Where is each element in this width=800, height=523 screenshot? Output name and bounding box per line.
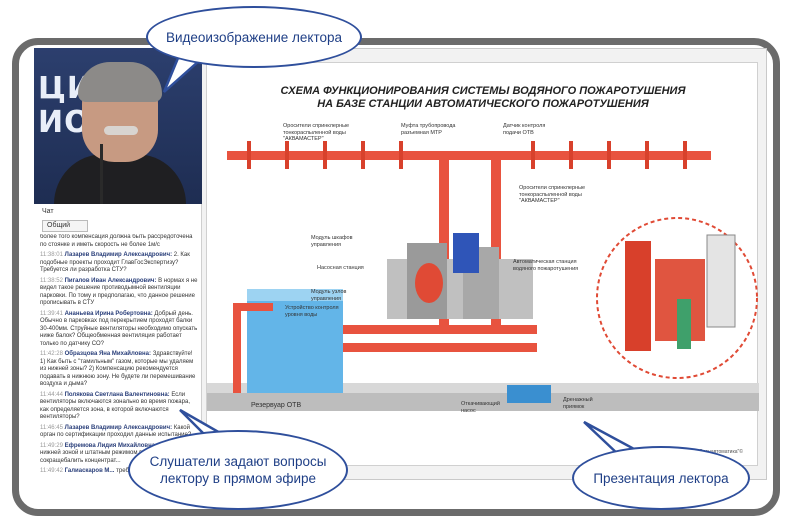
chat-message-author: Ананьева Ирина Робертовна: bbox=[64, 310, 155, 317]
presentation-slide: СХЕМА ФУНКЦИОНИРОВАНИЯ СИСТЕМЫ ВОДЯНОГО … bbox=[206, 62, 759, 466]
chat-message-text: Здравствуйте! 1) Как быть с "тамильным" … bbox=[40, 351, 196, 387]
pump-tank bbox=[415, 263, 443, 303]
microphone bbox=[100, 144, 103, 204]
chat-message: 11:39:41 Ананьева Ирина Робертовна: Добр… bbox=[40, 311, 198, 349]
floor bbox=[207, 393, 759, 411]
chat-message-time: 11:44:44 bbox=[40, 391, 65, 398]
chat-messages[interactable]: более того компенсация должна быть расср… bbox=[40, 234, 198, 474]
riser-right bbox=[491, 155, 501, 325]
chat-message: 11:46:45 Лазарев Владимир Александрович:… bbox=[40, 425, 198, 440]
label-pump-station: Насосная станция bbox=[317, 265, 364, 271]
supply-pipe-2 bbox=[307, 343, 537, 352]
chat-message-author: Лазарев Владимир Александрович: bbox=[64, 252, 174, 258]
supply-pipe-1 bbox=[307, 325, 537, 334]
station-photo-pump bbox=[677, 299, 691, 349]
reservoir-pipe-top bbox=[233, 303, 273, 311]
chat-message-time: 11:39:41 bbox=[40, 310, 65, 317]
chat-message-author: Лазарев Владимир Александрович: bbox=[64, 424, 174, 431]
chat-message-text: Если вентиляторы включаются зонально во … bbox=[40, 391, 190, 421]
sprinkler-main-pipe bbox=[227, 151, 711, 160]
chat-message-author: Полякова Светлана Валентиновна: bbox=[64, 391, 172, 398]
chat-message: 11:38:01 Лазарев Владимир Александрович:… bbox=[40, 252, 198, 275]
label-reservoir: Резервуар ОТВ bbox=[251, 402, 302, 409]
chat-message-time: 11:38:52 bbox=[40, 277, 65, 284]
reservoir-top bbox=[247, 289, 343, 301]
chat-message-author: Ефремова Лидия Михайловна: bbox=[64, 442, 159, 449]
chat-message-text: Добрый день. Обычно в парковках под пере… bbox=[40, 310, 198, 347]
chat-message-author: Пигалов Иван Александрович: bbox=[64, 277, 159, 284]
chat-message: более того компенсация должна быть расср… bbox=[40, 234, 198, 249]
callout-presentation: Презентация лектора bbox=[572, 446, 750, 510]
lecturer-mustache bbox=[104, 126, 138, 135]
chat-message-text: Какой орган по сертификации проходил дан… bbox=[40, 424, 192, 439]
riser-left bbox=[439, 155, 449, 325]
chat-message: 11:42:28 Образцова Яна Михайловна: Здрав… bbox=[40, 351, 198, 389]
chat-message-time: 11:42:28 bbox=[40, 351, 65, 357]
chat-title: Чат bbox=[42, 208, 54, 215]
callout-audience: Слушатели задают вопросы лектору в прямо… bbox=[128, 430, 348, 510]
callout-video: Видеоизображение лектора bbox=[146, 6, 362, 68]
chat-message-author: Образцова Яна Михайловна: bbox=[64, 351, 153, 357]
station-photo-frame-left bbox=[625, 241, 651, 351]
fire-system-diagram bbox=[207, 141, 759, 411]
chat-message-time: 11:49:29 bbox=[40, 442, 65, 449]
chat-message: 11:38:52 Пигалов Иван Александрович: В н… bbox=[40, 278, 198, 308]
floor-top bbox=[207, 383, 759, 393]
reservoir-pipe bbox=[233, 303, 241, 393]
sprinkler-heads bbox=[247, 141, 687, 169]
slide-title-line2: НА БАЗЕ СТАНЦИИ АВТОМАТИЧЕСКОГО ПОЖАРОТУ… bbox=[317, 98, 649, 110]
chat-message-text: 2. Как подобные проекты проходит ГлавГос… bbox=[40, 252, 190, 273]
chat-tab-general[interactable]: Общий bbox=[42, 220, 88, 232]
slide-title: СХЕМА ФУНКЦИОНИРОВАНИЯ СИСТЕМЫ ВОДЯНОГО … bbox=[207, 85, 759, 111]
chat-message: 11:44:44 Полякова Светлана Валентиновна:… bbox=[40, 392, 198, 422]
chat-message-time: 11:38:01 bbox=[40, 252, 65, 258]
lecturer-hair bbox=[78, 62, 162, 102]
chat-message-text: более того компенсация должна быть расср… bbox=[40, 234, 193, 248]
drain-pump bbox=[507, 385, 551, 403]
chat-message-text: В нормах я не видел такое решение против… bbox=[40, 277, 198, 307]
chat-message-author: Галиаскаров М... bbox=[64, 468, 117, 474]
station-photo-cabinet bbox=[706, 234, 736, 328]
water-reservoir bbox=[247, 299, 343, 393]
chat-message-time: 11:49:42 bbox=[40, 468, 65, 474]
slide-title-line1: СХЕМА ФУНКЦИОНИРОВАНИЯ СИСТЕМЫ ВОДЯНОГО … bbox=[280, 85, 686, 97]
chat-message-time: 11:46:45 bbox=[40, 424, 65, 431]
lecturer-body bbox=[54, 154, 186, 204]
control-cabinet bbox=[453, 233, 479, 273]
